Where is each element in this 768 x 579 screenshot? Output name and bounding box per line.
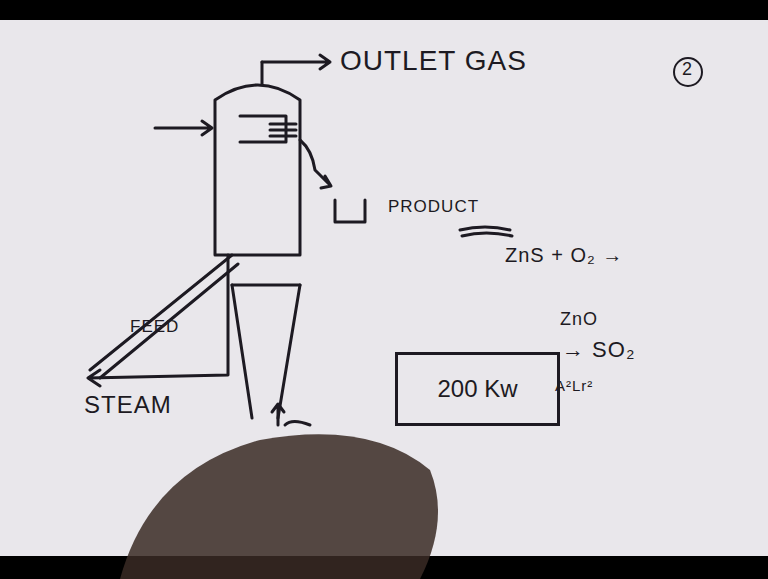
top-bar bbox=[0, 0, 768, 20]
stream-label: OUTLET GAS bbox=[340, 46, 527, 77]
reaction-text: → SO₂ bbox=[562, 338, 635, 362]
boxed-value: 200 Kw bbox=[395, 352, 560, 426]
stream-label: STEAM bbox=[84, 392, 172, 418]
reactor-vessel bbox=[88, 55, 512, 425]
hand-shadow bbox=[120, 434, 438, 579]
reaction-text: ZnS + O₂ → bbox=[505, 244, 623, 266]
page-number: 2 bbox=[682, 60, 693, 80]
stream-label: PRODUCT bbox=[388, 198, 479, 217]
reaction-text: ZnO bbox=[560, 310, 598, 330]
formula-note: A²Lr² bbox=[555, 378, 593, 395]
stream-label: FEED bbox=[130, 318, 179, 337]
page-circle bbox=[674, 58, 702, 86]
power-rating: 200 Kw bbox=[437, 375, 517, 403]
